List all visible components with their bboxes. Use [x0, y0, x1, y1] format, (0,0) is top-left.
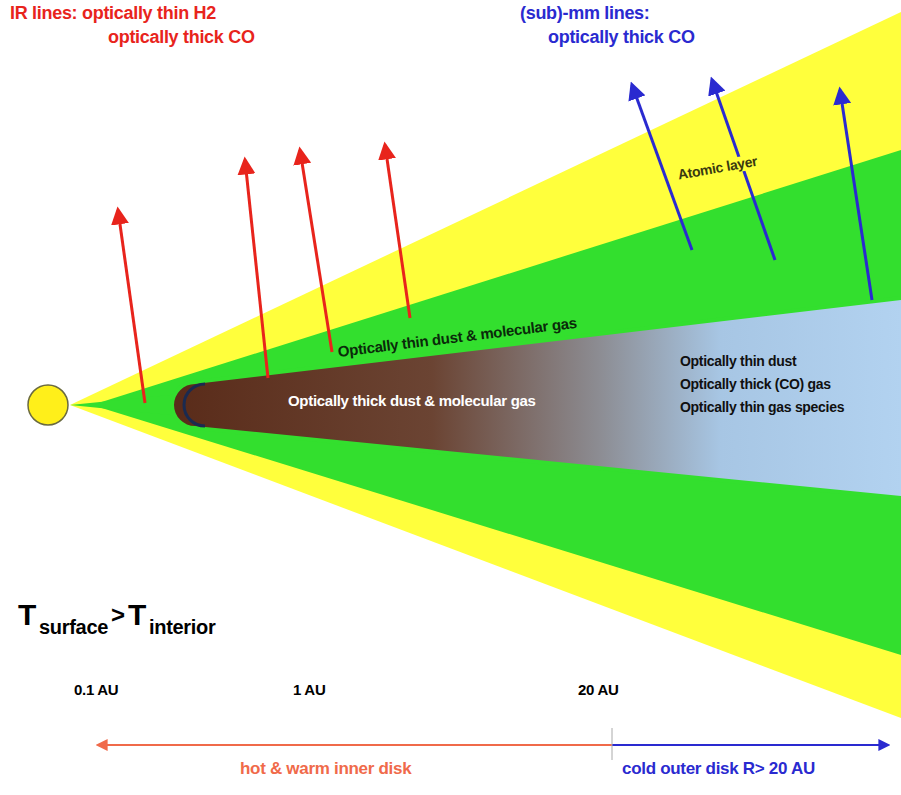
range-divider [612, 728, 613, 760]
star [28, 385, 68, 425]
temperature-symbol: T [128, 598, 146, 631]
temperature-subscript: interior [149, 616, 216, 638]
region-label: Optically thin gas species [680, 400, 844, 415]
atomic-layer-wedge [70, 12, 901, 718]
inner-rim-edge [184, 384, 205, 426]
line-note: (sub)-mm lines: [520, 4, 650, 24]
line-note: optically thick CO [548, 28, 695, 48]
temperature-subscript: surface [39, 616, 108, 638]
line-note: IR lines: optically thin H2 [10, 4, 216, 24]
mm-arrows [632, 80, 872, 300]
distance-tick: 20 AU [578, 682, 618, 699]
outer-disk-range [612, 744, 888, 746]
dense-midplane [174, 300, 901, 496]
distance-tick: 1 AU [293, 682, 325, 699]
inner-disk-range [98, 744, 612, 746]
temperature-symbol: T [18, 598, 36, 631]
ir-arrows [118, 145, 410, 403]
inner-rim-ring [174, 300, 901, 496]
range-label: cold outer disk R> 20 AU [622, 760, 815, 779]
molecular-layer-wedge [92, 150, 901, 655]
region-label: Atomic layer [675, 153, 761, 183]
range-label: hot & warm inner disk [240, 760, 411, 779]
line-note: optically thick CO [108, 28, 255, 48]
distance-tick: 0.1 AU [74, 682, 118, 699]
region-label: Optically thick dust & molecular gas [288, 393, 536, 410]
comparison-sign: > [111, 602, 125, 628]
region-label: Optically thick (CO) gas [680, 377, 831, 392]
region-label: Optically thin dust & molecular gas [337, 315, 578, 361]
region-label: Optically thin dust [680, 354, 796, 369]
